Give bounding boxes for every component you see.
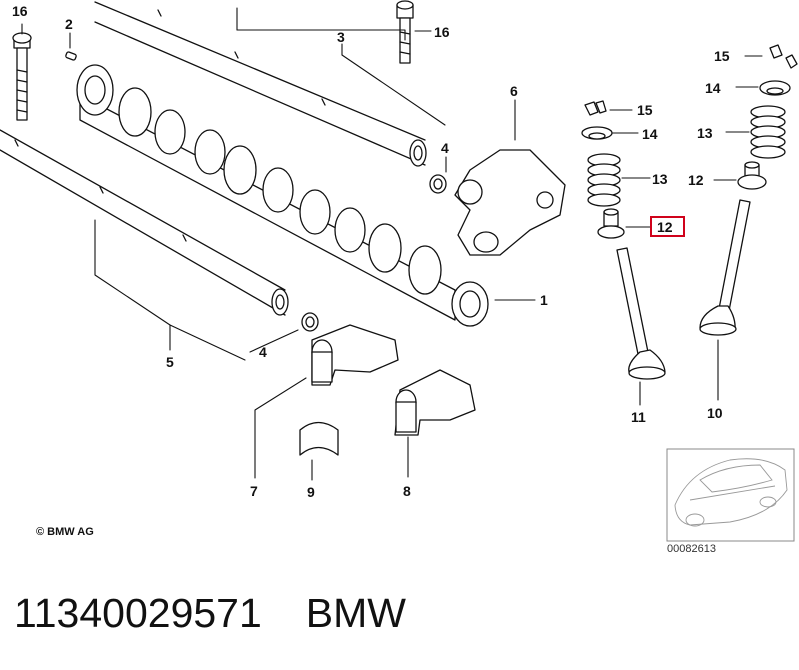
copyright-notice: © BMW AG — [36, 526, 94, 538]
callout-8: 8 — [403, 483, 411, 499]
callout-11: 11 — [631, 409, 646, 425]
callout-1: 1 — [540, 292, 548, 308]
spring-retainer-14-inner — [581, 126, 613, 140]
callout-6: 6 — [510, 83, 518, 99]
rocker-shaft-upper — [94, 1, 427, 167]
rocker-arm-6 — [454, 149, 566, 256]
bolt-16-left — [12, 32, 32, 121]
valve-10 — [699, 199, 751, 336]
rocker-arm-7 — [311, 324, 399, 386]
bearing-shell-9 — [299, 421, 339, 456]
spring-retainer-14-outer — [759, 80, 791, 96]
valve-keepers-15-outer — [769, 44, 798, 69]
callout-16-right: 16 — [434, 24, 450, 40]
rocker-shaft-lower — [0, 129, 289, 316]
valve-stem-seal-12-outer — [737, 161, 767, 190]
callout-4-upper: 4 — [441, 140, 449, 156]
callout-4-lower: 4 — [259, 344, 267, 360]
part-number: 11340029571 — [14, 590, 262, 636]
callout-2: 2 — [65, 16, 73, 32]
callout-12-outer: 12 — [688, 172, 704, 188]
callout-13-inner: 13 — [652, 171, 668, 187]
callout-16-left: 16 — [12, 3, 28, 19]
footer: 11340029571 BMW — [14, 590, 406, 637]
dowel-pin-2 — [65, 51, 77, 61]
callout-12-highlight-box — [650, 216, 685, 237]
callout-14-inner: 14 — [642, 126, 658, 142]
leader-lines — [21, 7, 763, 481]
valve-stem-seal-12-inner — [597, 208, 625, 239]
valve-keepers-15-inner — [584, 100, 607, 116]
valve-11 — [616, 247, 666, 380]
callout-10: 10 — [707, 405, 723, 421]
callout-5: 5 — [166, 354, 174, 370]
valve-spring-13-inner — [587, 153, 621, 207]
callout-3: 3 — [337, 29, 345, 45]
callout-7: 7 — [250, 483, 258, 499]
brand-name: BMW — [305, 590, 406, 636]
callout-15-outer: 15 — [714, 48, 730, 64]
bushing-4-upper — [429, 174, 447, 194]
valve-spring-13-outer — [750, 105, 786, 159]
callout-14-outer: 14 — [705, 80, 721, 96]
thumbnail-code: 00082613 — [667, 543, 716, 555]
vehicle-thumbnail — [666, 448, 795, 542]
callout-15-inner: 15 — [637, 102, 653, 118]
callout-9: 9 — [307, 484, 315, 500]
camshaft — [76, 64, 489, 327]
bushing-4-lower — [301, 312, 319, 332]
callout-13-outer: 13 — [697, 125, 713, 141]
callout-12-inner: 12 — [657, 219, 673, 235]
rocker-arm-8 — [394, 369, 476, 436]
